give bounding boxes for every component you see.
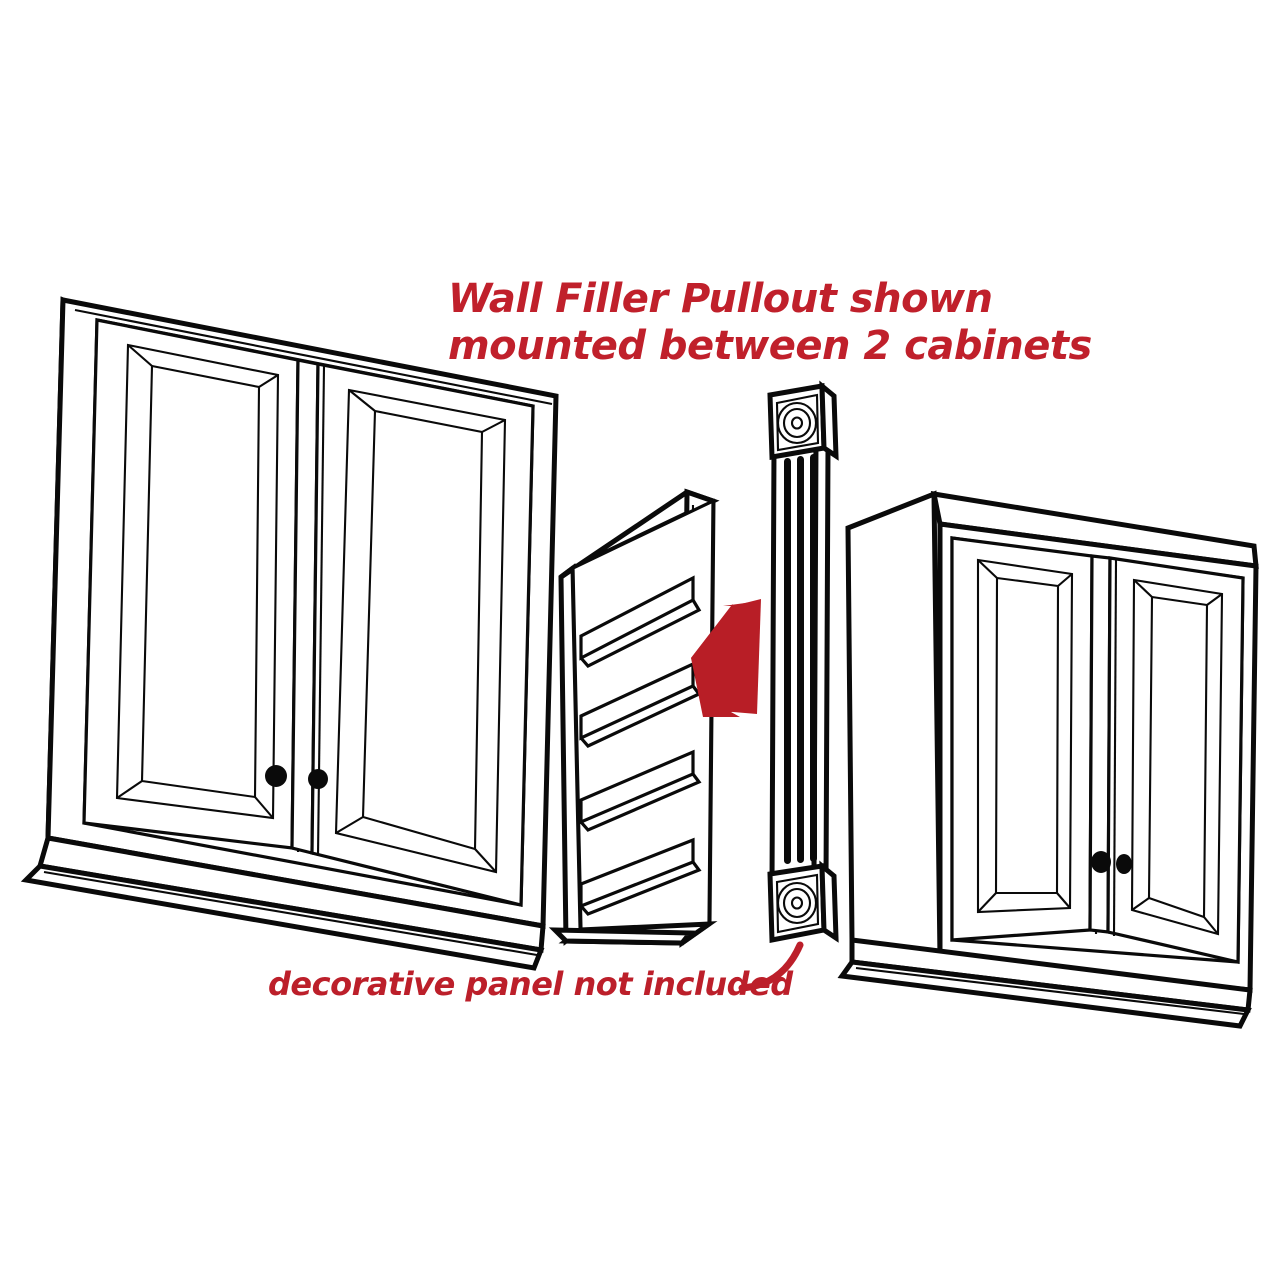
r-miter-tr-left [1057, 573, 1073, 587]
panel-rosette-top [767, 380, 839, 461]
right-cabinet-side-panel [845, 490, 943, 962]
door-raised-panel-left [140, 364, 261, 799]
panel-body-face [769, 436, 819, 888]
miter-bl-right [335, 816, 364, 834]
r-miter-tl-right [1133, 579, 1153, 598]
rosette-top-side [819, 380, 839, 461]
right-cabinet-door-right[interactable] [1106, 556, 1245, 965]
panel-flute-3 [810, 454, 817, 862]
right-door-raised-panel-left [994, 576, 1060, 895]
r-miter-bl-right [1131, 897, 1150, 911]
installation-direction-arrow [691, 599, 761, 717]
miter-br-left [254, 796, 274, 819]
wall-filler-pullout-rack[interactable] [548, 488, 720, 948]
r-stile-shadow-right [1112, 559, 1118, 937]
decorative-fluted-panel[interactable] [767, 380, 839, 944]
arrow-tail [733, 599, 761, 714]
pullout-shelf-3 [579, 749, 702, 832]
shelf-2-rail [579, 685, 702, 748]
door-raised-panel-right [361, 409, 484, 851]
miter-tl-right [348, 389, 376, 412]
miter-tr-right [481, 419, 506, 433]
left-cabinet-door-left[interactable] [82, 318, 306, 853]
shelf-1-rail [579, 599, 702, 668]
panel-flute-1 [784, 458, 791, 864]
left-cabinet-knob-2[interactable] [308, 769, 328, 789]
miter-br-right [474, 848, 497, 873]
diagram-title: Wall Filler Pullout shown mounted betwee… [448, 276, 1092, 370]
panel-rosette-bottom [767, 860, 839, 944]
shelf-3-rail [579, 773, 702, 832]
left-cabinet-top-reveal [74, 308, 553, 406]
right-cabinet-knob-2[interactable] [1116, 854, 1132, 874]
left-cabinet-door-right[interactable] [310, 362, 535, 908]
pullout-shelf-2 [579, 661, 702, 748]
decorative-panel-note: decorative panel not included [268, 965, 793, 1003]
left-cabinet-knob-1[interactable] [265, 765, 287, 787]
panel-note-pointer-line [738, 941, 804, 992]
right-door-raised-panel-right [1147, 595, 1209, 919]
r-miter-br-right [1203, 916, 1219, 935]
miter-tl-left [127, 344, 153, 367]
diagram-title-line-1: Wall Filler Pullout shown [448, 276, 993, 322]
rosette-bottom-side [819, 860, 839, 943]
left-cabinet [20, 296, 559, 971]
rosette-top-ring-inner [790, 416, 804, 430]
pullout-bottom-edge [548, 927, 696, 946]
arrow-head [691, 604, 733, 712]
r-miter-br-left [1056, 892, 1071, 909]
pullout-shelf-1 [579, 575, 702, 668]
pullout-shelf-4 [579, 837, 702, 916]
panel-flute-2 [797, 456, 804, 863]
left-cabinet-underside-reveal [43, 870, 538, 957]
diagram-title-line-2: mounted between 2 cabinets [448, 323, 1092, 370]
right-cabinet-underside-reveal [855, 966, 1245, 1016]
rosette-bottom-ring-inner [790, 896, 804, 910]
r-miter-tl-left [977, 559, 998, 579]
r-miter-tr-right [1206, 593, 1223, 606]
r-miter-bl-left [977, 892, 997, 913]
right-cabinet-door-left[interactable] [950, 536, 1100, 942]
miter-bl-left [116, 780, 143, 799]
shelf-4-rail [579, 861, 702, 916]
right-cabinet [837, 490, 1259, 1029]
right-cabinet-knob-1[interactable] [1091, 851, 1111, 873]
miter-tr-left [258, 374, 279, 388]
